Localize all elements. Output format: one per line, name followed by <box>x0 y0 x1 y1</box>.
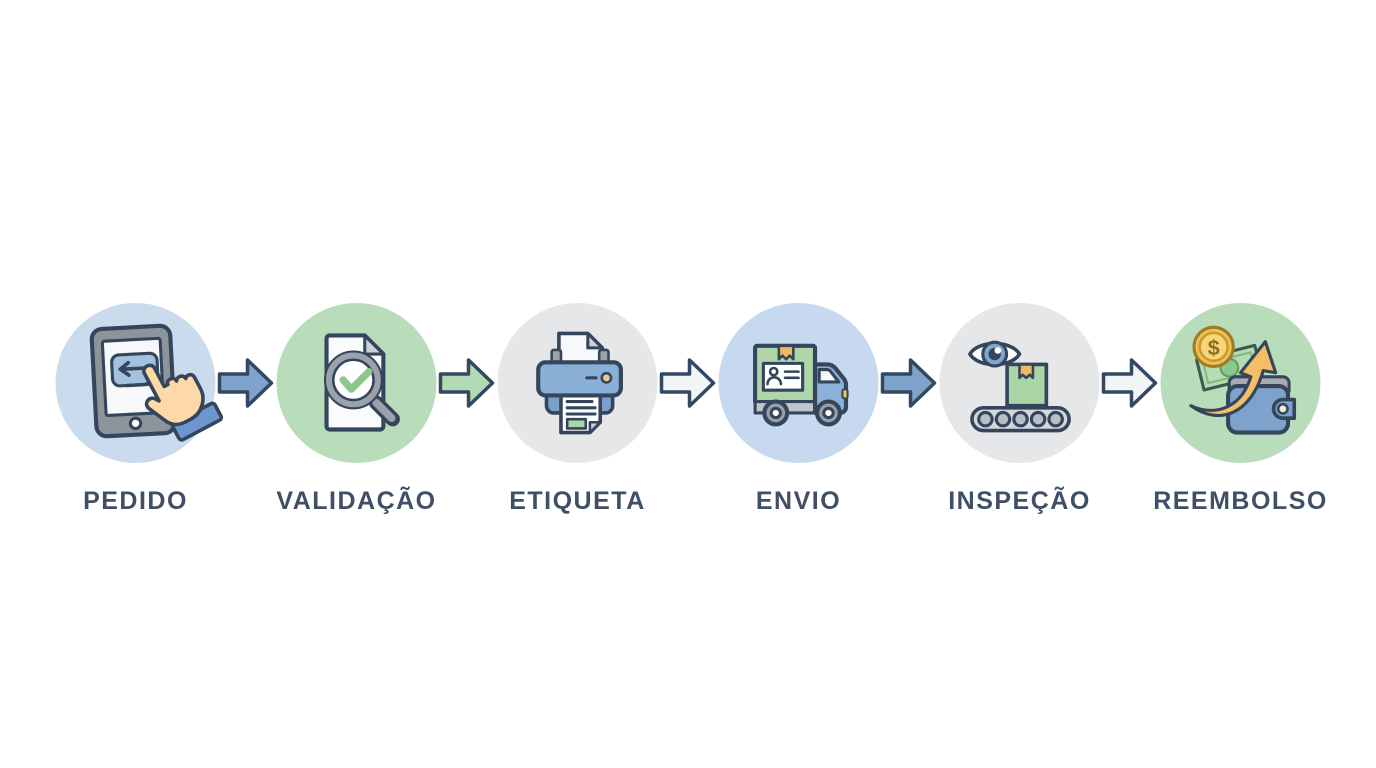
step-inspecao: INSPEÇÃO <box>939 303 1100 516</box>
step-reembolso-label: REEMBOLSO <box>1153 487 1328 515</box>
coin-dollar-symbol: $ <box>1208 335 1220 360</box>
step-validacao-circle <box>276 303 437 463</box>
step-envio-circle <box>718 303 879 463</box>
step-pedido-label: PEDIDO <box>83 487 188 515</box>
step-envio: ENVIO <box>718 303 879 516</box>
step-validacao-label: VALIDAÇÃO <box>276 487 437 515</box>
step-pedido: PEDIDO <box>55 303 224 516</box>
flow-arrow-5 <box>1101 358 1158 408</box>
eye-conveyor-box-icon <box>968 340 1071 433</box>
flow-arrow-3 <box>659 358 716 408</box>
step-validacao: VALIDAÇÃO <box>276 303 437 516</box>
document-check-magnifier-icon <box>323 333 400 432</box>
step-reembolso-circle: $ <box>1160 303 1321 463</box>
flow-arrow-4 <box>880 358 937 408</box>
step-etiqueta-label: ETIQUETA <box>509 487 646 515</box>
step-etiqueta-circle <box>497 303 658 463</box>
step-inspecao-label: INSPEÇÃO <box>948 487 1091 515</box>
step-inspecao-circle <box>939 303 1100 463</box>
flow-arrow-2 <box>438 358 495 408</box>
step-pedido-circle <box>55 303 224 463</box>
delivery-truck-icon <box>753 343 849 427</box>
flow-arrow-1 <box>217 358 274 408</box>
process-flow: PEDIDO VALIDAÇÃO <box>55 303 1326 516</box>
tablet-return-tap-icon <box>89 323 224 442</box>
step-envio-label: ENVIO <box>755 487 842 515</box>
printer-label-icon <box>536 331 623 435</box>
coin-wallet-refund-icon: $ <box>1189 325 1297 435</box>
step-reembolso: $ REEMBOLSO <box>1153 303 1326 516</box>
step-etiqueta: ETIQUETA <box>497 303 658 516</box>
